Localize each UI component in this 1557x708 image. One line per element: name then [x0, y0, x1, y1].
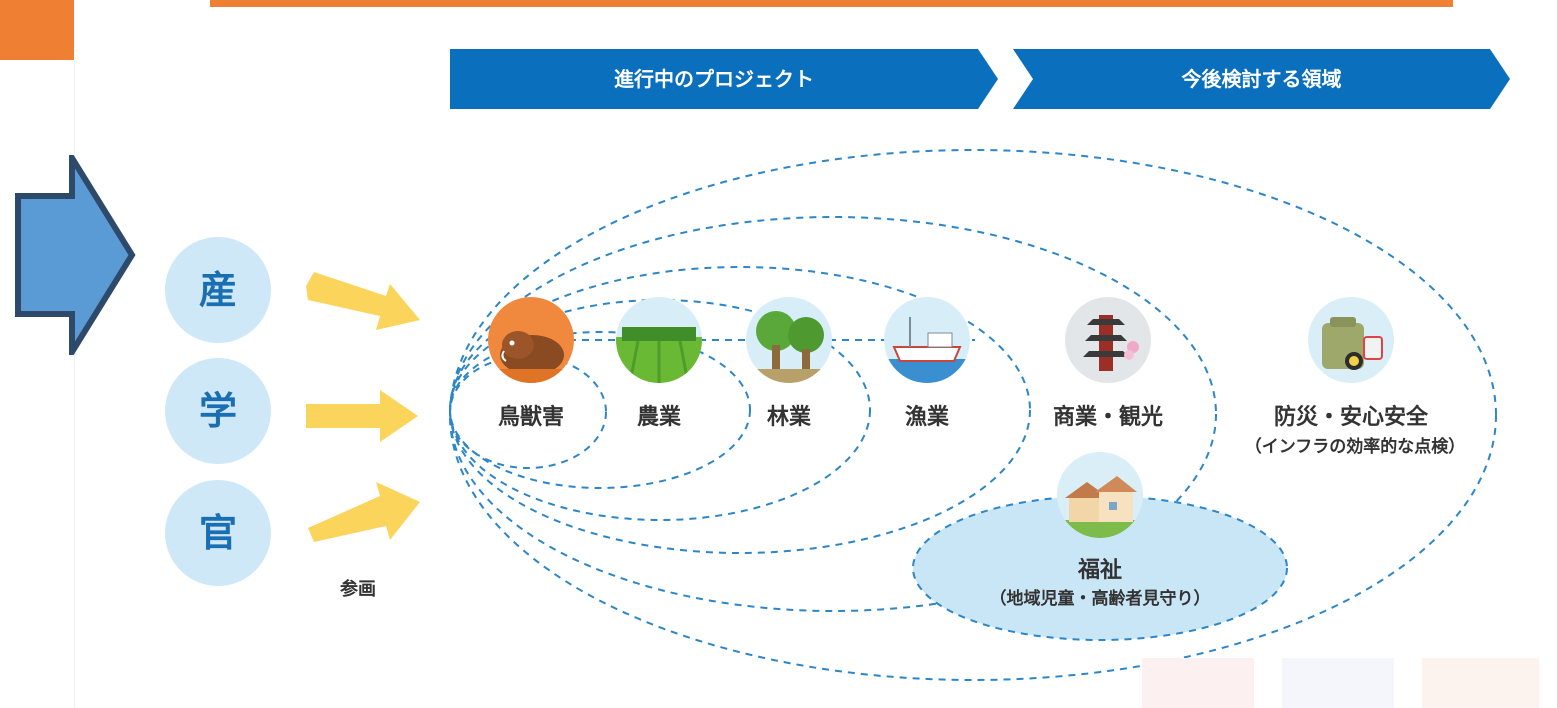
label-welfare-sub: （地域児童・高齢者見守り） [989, 589, 1211, 609]
label-agriculture: 農業 [636, 405, 681, 430]
emergency-kit-icon [1308, 297, 1394, 383]
faint-tile-3 [1422, 658, 1539, 708]
tree-icon [746, 297, 832, 383]
participation-label: 参画 [340, 579, 376, 600]
top-accent-bar [210, 0, 1453, 7]
banner-future-label: 今後検討する領域 [1181, 67, 1342, 91]
faint-tile-2 [1282, 658, 1394, 708]
label-fishery: 漁業 [904, 405, 949, 430]
arrow-industry-icon [306, 272, 420, 330]
banner-current-shape [450, 49, 998, 109]
actor-government-circle: 官 [165, 480, 271, 586]
ship-icon [884, 297, 970, 383]
actor-academia-circle: 学 [165, 358, 271, 464]
house-icon [1057, 452, 1143, 538]
big-right-arrow-icon [15, 155, 136, 355]
label-disaster-sub: （インフラの効率的な点検） [1244, 437, 1466, 457]
corner-accent-block [0, 0, 74, 60]
label-forestry: 林業 [766, 405, 811, 430]
label-welfare: 福祉 [1077, 558, 1122, 583]
ellipse-disaster [449, 149, 1497, 681]
ellipse-fishery [449, 266, 1031, 554]
field-icon [616, 297, 702, 383]
participation-arrows [306, 272, 420, 542]
banner-current-projects: 進行中のプロジェクト [450, 49, 998, 109]
banner-current-label: 進行中のプロジェクト [614, 67, 814, 91]
arrow-government-icon [308, 482, 420, 542]
panel-edge [74, 60, 75, 708]
label-wildlife: 鳥獣害 [497, 405, 564, 430]
label-commerce: 商業・観光 [1052, 405, 1163, 430]
ellipse-commerce [449, 216, 1217, 612]
pagoda-icon [1065, 297, 1151, 383]
label-disaster: 防災・安心安全 [1273, 405, 1428, 430]
faint-tile-1 [1142, 658, 1254, 708]
banner-future-shape [1013, 49, 1510, 109]
actor-industry-circle: 産 [165, 237, 271, 343]
boar-icon [488, 297, 574, 383]
arrow-academia-icon [306, 390, 418, 442]
banner-future-areas: 今後検討する領域 [1013, 49, 1510, 109]
